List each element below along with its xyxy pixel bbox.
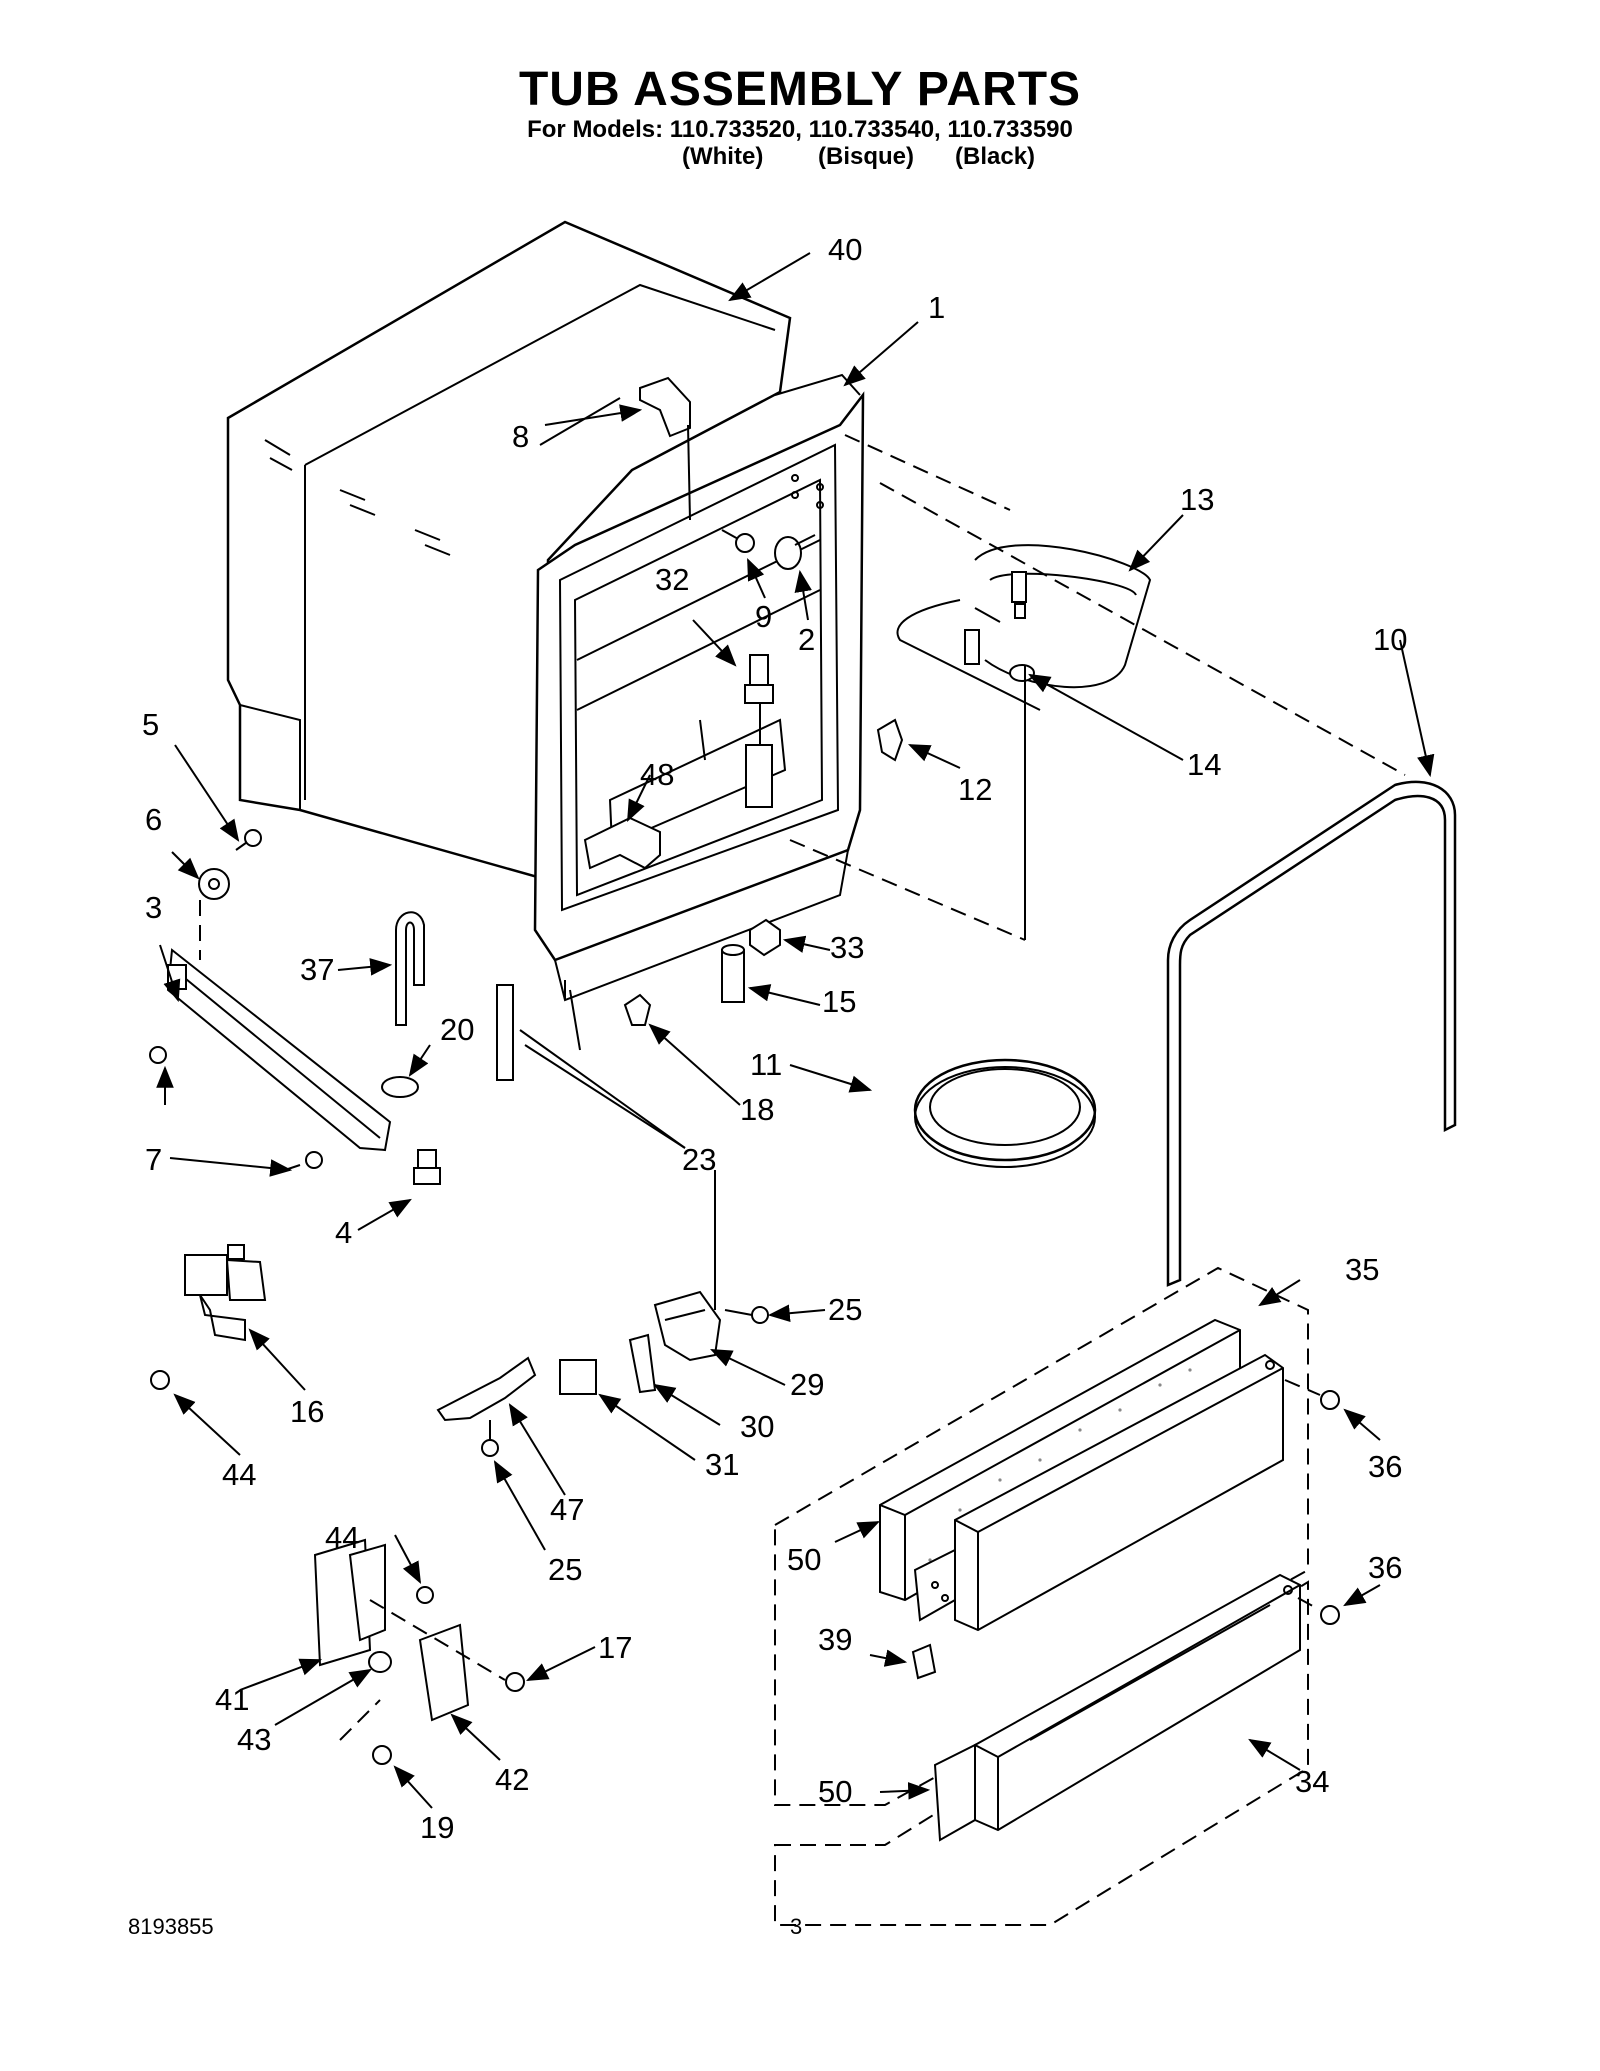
document-number: 8193855: [128, 1914, 214, 1939]
callout-43: 43: [237, 1722, 271, 1757]
callout-6: 6: [145, 802, 162, 837]
callout-8: 8: [512, 419, 529, 454]
model-colors: (White) (Bisque) (Black): [0, 143, 1600, 173]
callout-37: 37: [300, 952, 334, 987]
callout-labels: 40 1 8 13 10 32 9 2 14 12 48 5 6 3 33 15…: [142, 232, 1407, 1845]
callout-25-upper: 25: [828, 1292, 862, 1327]
callout-25-lower: 25: [548, 1552, 582, 1587]
callout-12: 12: [958, 772, 992, 807]
callout-9: 9: [755, 599, 772, 634]
callout-31: 31: [705, 1447, 739, 1482]
callout-50-upper: 50: [787, 1542, 821, 1577]
part-4-nut: [413, 1149, 441, 1185]
part-34-outline: [774, 1580, 1309, 1926]
callout-10: 10: [1373, 622, 1407, 657]
part-33-nut: [749, 918, 781, 957]
part-30-lever: [628, 1333, 657, 1394]
callout-29: 29: [790, 1367, 824, 1402]
callout-32: 32: [655, 562, 689, 597]
callout-23: 23: [682, 1142, 716, 1177]
part-36-screw-upper: [1320, 1390, 1340, 1410]
part-44-screw: [150, 1370, 170, 1390]
page-title: TUB ASSEMBLY PARTS: [518, 63, 1082, 116]
part-35-toe-panel-upper: [954, 1353, 1284, 1632]
callout-30: 30: [740, 1409, 774, 1444]
part-35-outline: [774, 1266, 1309, 1806]
callout-36-upper: 36: [1368, 1449, 1402, 1484]
part-11-ring: [913, 1058, 1097, 1168]
part-42-bracket: [418, 1623, 470, 1722]
callout-41: 41: [215, 1682, 249, 1717]
color-bisque: (Bisque): [818, 143, 914, 170]
callout-35: 35: [1345, 1252, 1379, 1287]
part-17-screw: [505, 1672, 525, 1692]
callout-34: 34: [1295, 1764, 1329, 1799]
part-25-screw-lower: [481, 1420, 499, 1457]
color-white: (White): [682, 143, 764, 170]
callout-47: 47: [550, 1492, 584, 1527]
callout-7: 7: [145, 1142, 162, 1177]
part-13-tube: [896, 544, 1152, 711]
part-5-screw: [235, 829, 262, 851]
callout-13: 13: [1180, 482, 1214, 517]
part-16-valve: [184, 1244, 267, 1342]
callout-44-left: 44: [222, 1457, 256, 1492]
part-15-spacer: [721, 944, 745, 1003]
callout-5: 5: [142, 707, 159, 742]
part-2-fitting: [774, 534, 816, 570]
part-10-gasket: [1166, 780, 1457, 1287]
callout-20: 20: [440, 1012, 474, 1047]
part-36-screw-lower: [1320, 1605, 1340, 1625]
part-47-bracket: [436, 1356, 537, 1422]
part-7-screws: [149, 1046, 323, 1171]
callout-11: 11: [750, 1047, 782, 1082]
part-31-plate: [559, 1359, 597, 1395]
part-19-screw: [372, 1745, 392, 1765]
part-32-tower: [744, 654, 774, 808]
callout-14: 14: [1187, 747, 1221, 782]
part-3-bracket: [166, 948, 392, 1152]
part-20-clamp: [381, 1076, 419, 1098]
callout-18: 18: [740, 1092, 774, 1127]
callout-4: 4: [335, 1215, 352, 1250]
callout-42: 42: [495, 1762, 529, 1797]
part-8-bracket: [639, 376, 691, 438]
part-29-latch: [653, 1290, 722, 1362]
part-43-washer: [368, 1651, 392, 1673]
callout-44-lower: 44: [325, 1520, 359, 1555]
part-50-insulation-lower: [933, 1743, 976, 1842]
part-44-screw-lower: [416, 1586, 434, 1604]
part-25-screw-upper: [724, 1306, 769, 1324]
callout-50-lower: 50: [818, 1774, 852, 1809]
callout-36-lower: 36: [1368, 1550, 1402, 1585]
part-14-washer: [1009, 664, 1035, 682]
callout-17: 17: [598, 1630, 632, 1665]
part-23-panel: [496, 984, 514, 1081]
callout-19: 19: [420, 1810, 454, 1845]
callout-39: 39: [818, 1622, 852, 1657]
part-12-clip: [876, 718, 904, 762]
callout-3: 3: [145, 890, 162, 925]
callout-33: 33: [830, 930, 864, 965]
callout-16: 16: [290, 1394, 324, 1429]
part-9-screw: [721, 529, 755, 553]
callout-2: 2: [798, 622, 815, 657]
part-6-washer: [198, 868, 230, 900]
part-39-clip: [911, 1643, 937, 1680]
callout-40: 40: [828, 232, 862, 267]
part-18-fastener: [623, 993, 652, 1026]
color-black: (Black): [955, 143, 1036, 170]
models-line: For Models: 110.733520, 110.733540, 110.…: [527, 116, 1073, 143]
callout-48: 48: [640, 757, 674, 792]
page-number: 3: [790, 1914, 803, 1939]
callout-1: 1: [928, 290, 945, 325]
part-37-hose: [395, 911, 425, 1026]
callout-15: 15: [822, 984, 856, 1019]
